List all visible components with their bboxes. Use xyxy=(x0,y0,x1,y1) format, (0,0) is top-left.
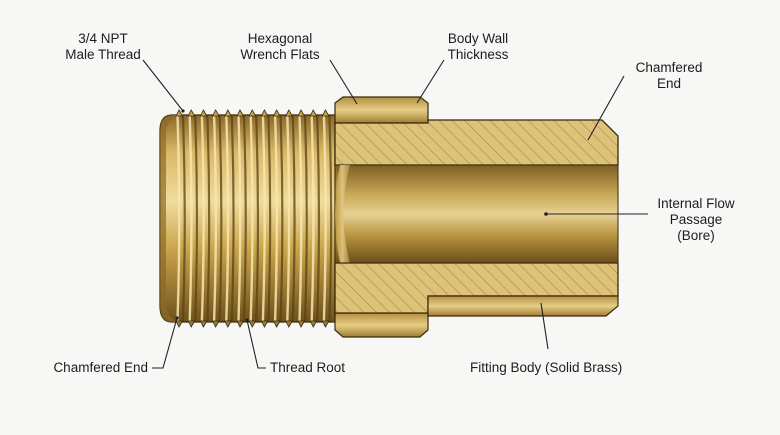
thread-root-groove xyxy=(291,115,296,322)
thread-crest-highlight xyxy=(176,115,181,322)
label-thread-root: Thread Root xyxy=(270,360,346,375)
upper-body-wall-section xyxy=(334,119,619,166)
label-chamfered-end-left: Chamfered End xyxy=(53,360,148,375)
thread-tooth-top xyxy=(187,109,196,117)
thread-tooth-bottom xyxy=(224,320,232,328)
thread-tooth-bottom xyxy=(175,320,184,328)
thread-crest-highlight xyxy=(298,115,303,322)
hex-wrench-flats xyxy=(334,96,429,338)
thread-crest-highlight xyxy=(200,115,205,322)
label-chamfered-end-right: Chamfered End xyxy=(635,60,703,91)
thread-root-groove xyxy=(242,115,247,322)
leader-lines xyxy=(142,59,648,369)
leader-thread-root xyxy=(246,319,266,369)
thread-tooth-top xyxy=(285,109,293,117)
thread-ridges xyxy=(175,109,333,328)
thread-crest-highlight xyxy=(212,115,218,322)
thread-tooth-bottom xyxy=(309,320,318,328)
fitting-body-exterior xyxy=(427,295,619,317)
thread-crest-highlight xyxy=(286,115,291,322)
leader-wrench-flats xyxy=(329,59,358,105)
male-thread-section xyxy=(159,109,336,328)
thread-root-groove xyxy=(218,115,223,322)
thread-tooth-bottom xyxy=(187,320,196,328)
leader-chamfered-end-left xyxy=(152,317,178,369)
thread-tooth-top xyxy=(175,109,184,117)
thread-tooth-top xyxy=(224,109,232,117)
thread-tooth-bottom xyxy=(321,320,330,328)
label-male-thread: 3/4 NPT Male Thread xyxy=(65,31,141,62)
leader-chamfered-end-right xyxy=(587,75,625,141)
thread-root-groove xyxy=(255,115,260,322)
thread-root-groove xyxy=(230,115,235,322)
leader-body-wall xyxy=(416,59,445,104)
thread-crest-highlight xyxy=(225,115,230,322)
thread-root-groove xyxy=(181,115,186,322)
thread-crest-highlight xyxy=(237,115,242,322)
thread-root-groove xyxy=(194,115,199,322)
thread-root-groove xyxy=(328,115,333,322)
thread-tooth-top xyxy=(211,109,220,117)
thread-tooth-top xyxy=(260,109,269,117)
thread-tooth-bottom xyxy=(236,320,245,328)
thread-root-groove xyxy=(206,115,211,322)
thread-crest-highlight xyxy=(273,115,279,322)
thread-tooth-top xyxy=(248,109,257,117)
thread-tooth-top xyxy=(297,109,306,117)
thread-root-groove xyxy=(279,115,284,322)
thread-tooth-bottom xyxy=(285,320,293,328)
leader-male-thread xyxy=(142,59,184,112)
thread-tooth-top xyxy=(199,109,208,117)
thread-tooth-bottom xyxy=(248,320,257,328)
thread-crest-highlight xyxy=(261,115,266,322)
label-fitting-body: Fitting Body (Solid Brass) xyxy=(470,360,623,375)
thread-root-groove xyxy=(316,115,321,322)
thread-crest-highlight xyxy=(322,115,327,322)
label-wrench-flats: Hexagonal Wrench Flats xyxy=(240,31,320,62)
thread-tooth-top xyxy=(272,109,281,117)
thread-tooth-bottom xyxy=(199,320,208,328)
thread-root-groove xyxy=(303,115,308,322)
thread-root-groove xyxy=(267,115,272,322)
leader-dots xyxy=(175,109,548,322)
label-flow-passage: Internal Flow Passage (Bore) xyxy=(657,196,735,243)
thread-crest-highlight xyxy=(188,115,193,322)
thread-tooth-top xyxy=(321,109,330,117)
thread-crest-highlight xyxy=(249,115,254,322)
leader-fitting-body xyxy=(540,302,549,350)
label-body-wall: Body Wall Thickness xyxy=(447,31,509,62)
thread-tooth-bottom xyxy=(260,320,269,328)
thread-tooth-top xyxy=(236,109,245,117)
thread-tooth-bottom xyxy=(297,320,306,328)
thread-tooth-bottom xyxy=(211,320,220,328)
thread-crest-highlight xyxy=(310,115,315,322)
thread-tooth-top xyxy=(309,109,318,117)
thread-tooth-bottom xyxy=(272,320,281,328)
